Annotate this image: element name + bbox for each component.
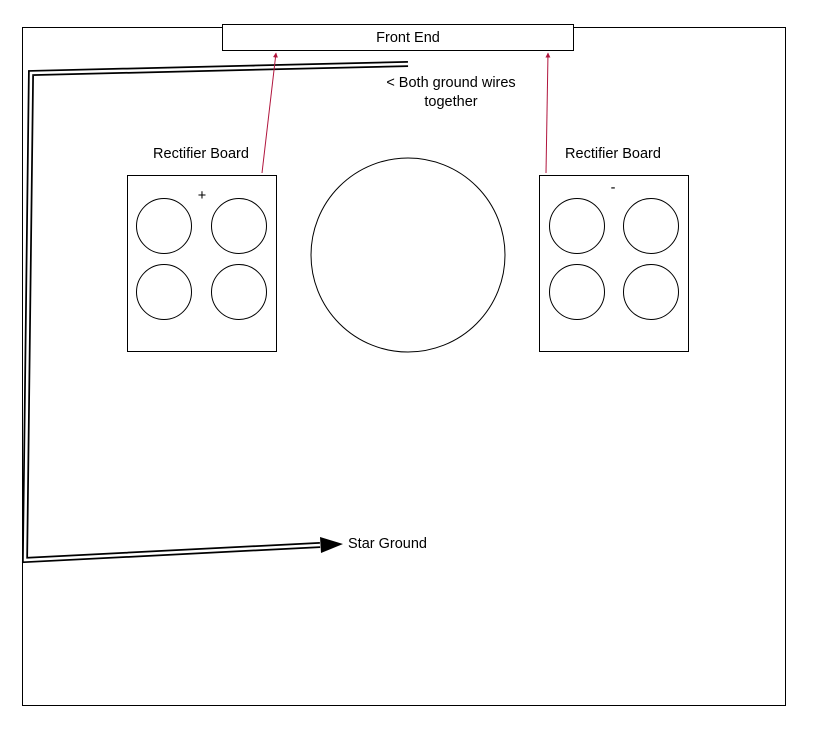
rectifier-right-label: Rectifier Board	[565, 146, 661, 162]
red-wire-right	[545, 52, 551, 174]
red-wire-left	[261, 52, 278, 174]
rectifier-right-polarity: -	[611, 180, 616, 196]
capacitor	[623, 264, 679, 320]
star-ground-label: Star Ground	[348, 536, 427, 552]
capacitor	[549, 264, 605, 320]
capacitor	[623, 198, 679, 254]
capacitor	[549, 198, 605, 254]
rectifier-right-board	[539, 175, 689, 352]
front-end-box	[222, 24, 574, 51]
note-line-1: < Both ground wires	[386, 75, 515, 91]
capacitor	[211, 264, 267, 320]
rectifier-left-label: Rectifier Board	[153, 146, 249, 162]
capacitor	[136, 264, 192, 320]
rectifier-left-polarity: +	[198, 188, 206, 204]
chassis-outline	[22, 27, 786, 706]
transformer	[310, 157, 506, 353]
capacitor	[211, 198, 267, 254]
note-line-2: together	[424, 94, 477, 110]
ground-wire-inner	[23, 62, 409, 562]
capacitor	[136, 198, 192, 254]
ground-wire-arrowhead	[320, 537, 343, 553]
rectifier-left-board	[127, 175, 277, 352]
front-end-label: Front End	[376, 30, 440, 46]
